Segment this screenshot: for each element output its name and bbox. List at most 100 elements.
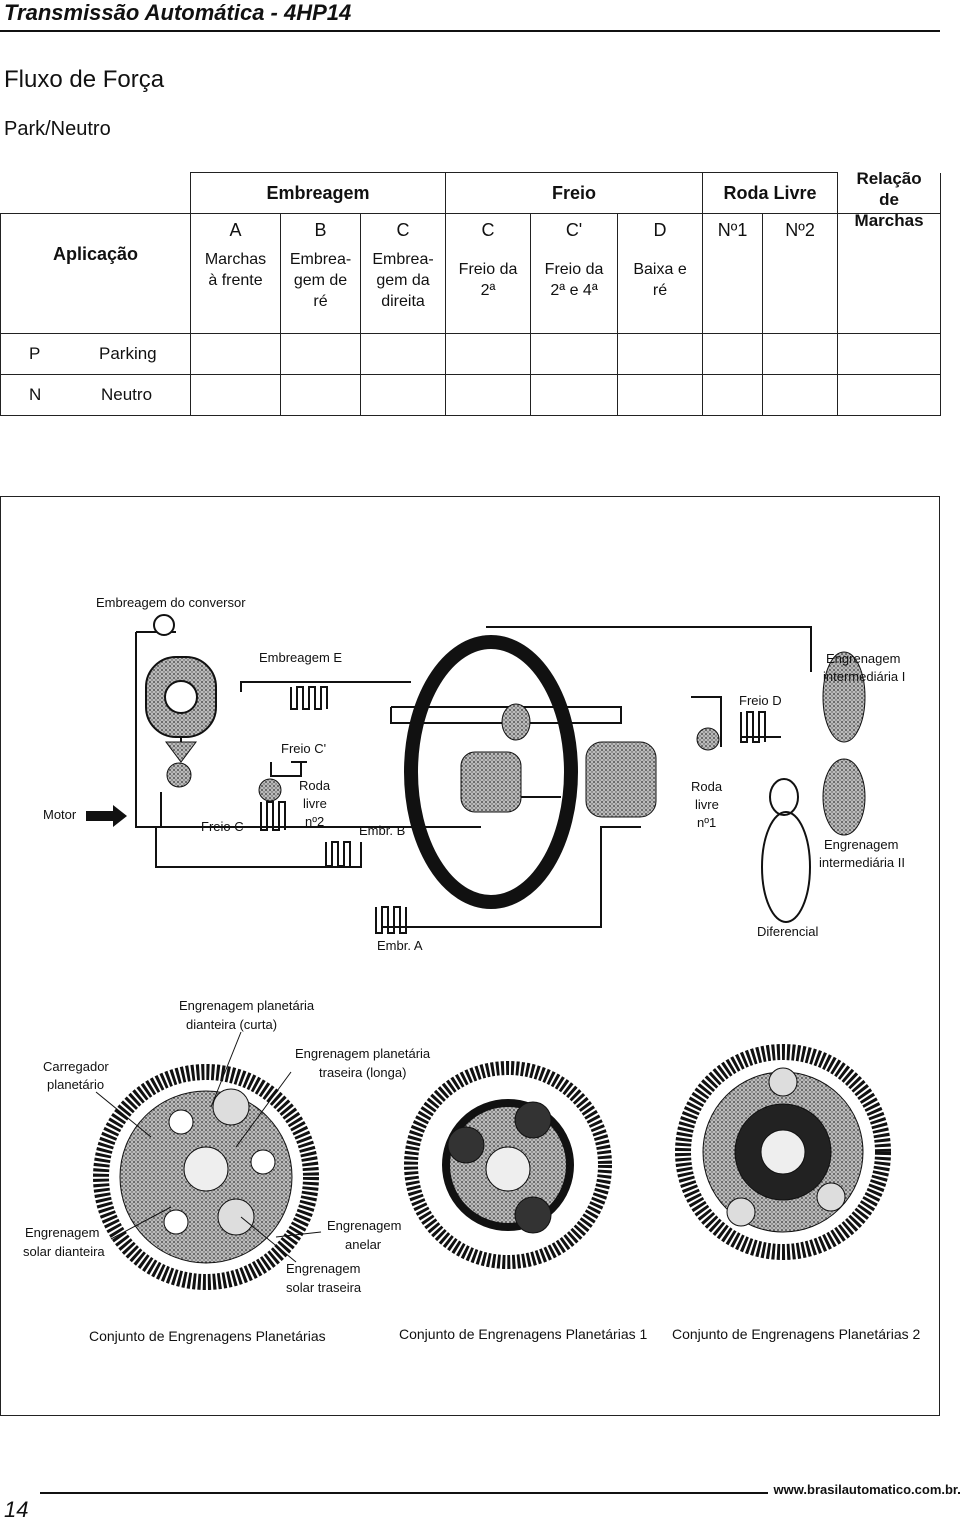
label-solar-dianteira-a: Engrenagem xyxy=(25,1225,99,1240)
document-title: Transmissão Automática - 4HP14 xyxy=(4,0,352,25)
header-rule xyxy=(0,30,940,32)
col-code: B xyxy=(314,220,327,240)
cell xyxy=(617,374,704,416)
col-code: D xyxy=(653,220,667,240)
clutch-packs xyxy=(260,686,766,934)
group-roda-livre: Roda Livre xyxy=(702,172,839,214)
caption-planetary-main: Conjunto de Engrenagens Planetárias xyxy=(89,1328,326,1344)
table-row: P Parking xyxy=(0,333,942,375)
label-embreagem-e: Embreagem E xyxy=(259,650,342,665)
cell xyxy=(190,374,281,416)
cell xyxy=(702,333,764,375)
table-row: N Neutro xyxy=(0,374,942,416)
label-roda-livre-2b: livre xyxy=(303,796,327,811)
freewheel-stator xyxy=(166,762,192,788)
small-gear xyxy=(501,703,531,741)
table-corner xyxy=(1,173,191,214)
cell xyxy=(445,374,532,416)
cell xyxy=(837,333,942,375)
col-code: Nº2 xyxy=(785,220,815,240)
cell xyxy=(359,374,447,416)
header-aplicacao: Aplicação xyxy=(0,213,191,334)
stator xyxy=(165,741,197,763)
label-engrenagem-inter-1a: Engrenagem xyxy=(826,651,900,666)
label-roda-livre-1c: nº1 xyxy=(697,815,716,830)
freewheel-2 xyxy=(258,778,282,802)
page-number: 14 xyxy=(4,1497,29,1522)
col-code: C' xyxy=(565,220,583,240)
converter-clutch xyxy=(153,614,175,636)
cell xyxy=(280,333,361,375)
freewheel-1 xyxy=(696,727,720,751)
caption-planetary-2: Conjunto de Engrenagens Planetárias 2 xyxy=(672,1326,921,1342)
label-embr-b: Embr. B xyxy=(359,823,405,838)
label-engrenagem-inter-2b: intermediária II xyxy=(819,855,905,870)
cell xyxy=(617,333,704,375)
diagram-svg: Embreagem do conversor Embreagem E Engre… xyxy=(23,595,921,1344)
footer-url: www.brasilautomatico.com.br xyxy=(767,1482,958,1497)
label-freio-c: Freio C xyxy=(201,819,244,834)
drum-2 xyxy=(585,741,657,818)
col-code: C xyxy=(396,220,410,240)
label-diferencial: Diferencial xyxy=(757,924,819,939)
section-title: Fluxo de Força xyxy=(4,66,165,93)
label-carregador-a: Carregador xyxy=(43,1059,109,1074)
drum-1 xyxy=(460,751,522,813)
leader-lines xyxy=(95,1031,322,1263)
final-drive-ring xyxy=(404,635,578,909)
motor-arrow-icon xyxy=(86,805,127,827)
label-roda-livre-2c: nº2 xyxy=(305,814,324,829)
label-solar-traseira-b: solar traseira xyxy=(286,1280,362,1295)
label-planetaria-traseira-a: Engrenagem planetária xyxy=(295,1046,431,1061)
label-embreagem-conversor: Embreagem do conversor xyxy=(96,595,246,610)
label-engrenagem-inter-2a: Engrenagem xyxy=(824,837,898,852)
cell xyxy=(702,374,764,416)
cell xyxy=(359,333,447,375)
planetary-set-main xyxy=(93,1064,319,1290)
group-embreagem: Embreagem xyxy=(189,172,447,214)
planetary-set-1 xyxy=(404,1061,612,1269)
label-freio-c-prime: Freio C' xyxy=(281,741,326,756)
label-roda-livre-1b: livre xyxy=(695,797,719,812)
cell xyxy=(530,333,619,375)
col-header-n1: Nº1 xyxy=(702,213,764,334)
caption-planetary-1: Conjunto de Engrenagens Planetárias 1 xyxy=(399,1326,648,1342)
label-planetaria-traseira-b: traseira (longa) xyxy=(319,1065,406,1080)
cell xyxy=(190,333,281,375)
label-planetaria-dianteira-b: dianteira (curta) xyxy=(186,1017,277,1032)
label-roda-livre-1a: Roda xyxy=(691,779,723,794)
label-roda-livre-2a: Roda xyxy=(299,778,331,793)
label-freio-d: Freio D xyxy=(739,693,782,708)
label-anelar-a: Engrenagem xyxy=(327,1218,401,1233)
power-flow-diagram: Embreagem do conversor Embreagem E Engre… xyxy=(0,496,940,1416)
cell xyxy=(530,374,619,416)
application-table: Embreagem Freio Roda Livre Aplicação A M… xyxy=(0,167,942,416)
label-carregador-b: planetário xyxy=(47,1077,104,1092)
converter-core xyxy=(164,680,198,714)
footer-rule xyxy=(40,1492,960,1494)
intermediate-gear-1 xyxy=(822,651,866,743)
differential-gear xyxy=(761,811,811,923)
cell xyxy=(280,374,361,416)
planetary-set-2 xyxy=(675,1044,891,1260)
col-header-n2: Nº2 xyxy=(762,213,839,334)
label-solar-traseira-a: Engrenagem xyxy=(286,1261,360,1276)
cell xyxy=(762,333,839,375)
row-label: P Parking xyxy=(0,333,191,375)
cell xyxy=(762,374,839,416)
cell xyxy=(837,374,942,416)
cell xyxy=(445,333,532,375)
label-solar-dianteira-b: solar dianteira xyxy=(23,1244,105,1259)
label-engrenagem-inter-1b: intermediária I xyxy=(823,669,905,684)
